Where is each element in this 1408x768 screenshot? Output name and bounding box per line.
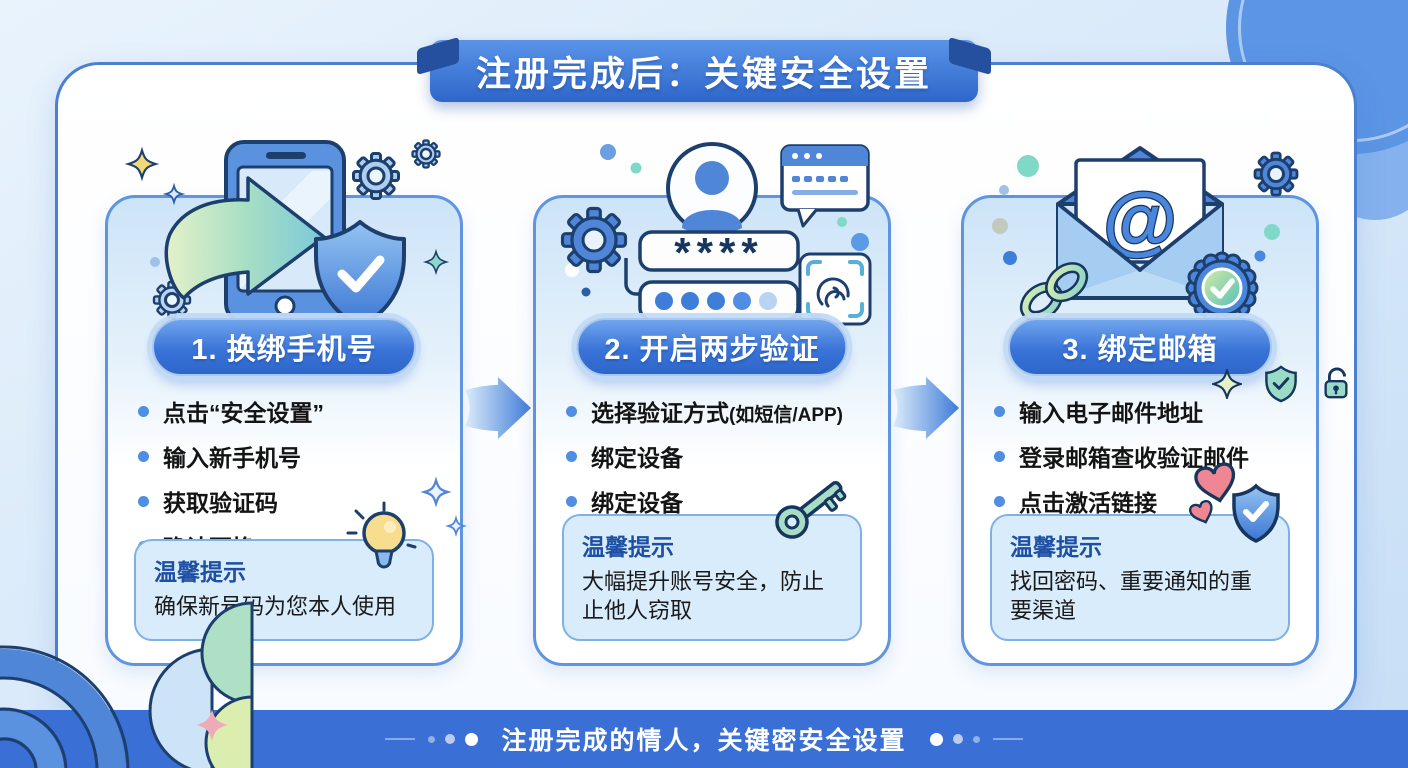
heart-icon [1187, 498, 1218, 527]
decor-dot [600, 144, 616, 160]
tip-box: 温馨提示 确保新号码为您本人使用 [134, 501, 434, 641]
bullet-dot-icon [994, 495, 1005, 507]
sparkle-icon [165, 185, 183, 203]
bullet-dot-icon [994, 450, 1005, 462]
decor-dot [992, 218, 1008, 234]
footer-icons [1212, 365, 1352, 403]
tip-box: 温馨提示 大幅提升账号安全，防止止他人窃取 [562, 480, 862, 641]
tip-body: 找回密码、重要通知的重要渠道 [1010, 568, 1253, 623]
decor-dot [581, 287, 591, 297]
bullet-dot-icon [138, 405, 149, 417]
bullet-dot-icon [566, 495, 577, 507]
envelope-at-icon: @ [1056, 146, 1224, 300]
step-item: 点击激活链接 [994, 484, 1300, 518]
step-item: 选择验证方式 (如短信/APP) [566, 394, 872, 428]
bullet-dot-icon [138, 495, 149, 507]
lightbulb-icon [346, 501, 417, 569]
code-dots-field-icon [638, 280, 800, 322]
chain-link-icon [1019, 262, 1089, 322]
user-avatar-icon [666, 142, 758, 234]
decor-dot [1017, 155, 1039, 177]
tip-box: 温馨提示 找回密码、重要通知的重要渠道 [990, 460, 1290, 641]
decor-dot [999, 185, 1009, 195]
page-title: 注册完成后：关键安全设置 [475, 54, 932, 94]
bullet-dot-icon [138, 450, 149, 462]
step-item: 登录邮箱查收验证邮件 [994, 439, 1300, 473]
decor-dot [630, 162, 642, 174]
step-item: 点击“安全设置” [138, 394, 444, 428]
decor-dot [837, 217, 847, 227]
footer-caption: 注册完成的情人，关键密安全设置 [377, 721, 1030, 757]
verified-badge-icon [1185, 251, 1259, 325]
bullet-dot-icon [994, 405, 1005, 417]
tip-body: 大幅提升账号安全，防止止他人窃取 [582, 568, 825, 623]
next-step-arrow-icon [893, 377, 959, 439]
transfer-arrow-icon [164, 176, 326, 300]
title-banner: 注册完成后：关键安全设置 [430, 40, 978, 102]
bullet-dot-icon [566, 405, 577, 417]
step-list: 输入电子邮件地址 登录邮箱查收验证邮件 点击激活链接 [994, 394, 1300, 529]
decor-dot [1254, 250, 1266, 262]
shield-check-icon [1265, 365, 1297, 403]
footer-dash [385, 738, 416, 740]
key-icon [775, 480, 847, 539]
sparkle-icon [127, 149, 157, 179]
tip-title: 温馨提示 [1010, 533, 1102, 560]
elbow-arrow-icon [624, 258, 656, 296]
step-item: 获取验证码 [138, 484, 444, 518]
footer-dash [992, 738, 1023, 740]
tip-title: 温馨提示 [582, 533, 674, 560]
tip-title: 温馨提示 [154, 559, 246, 585]
card-two-step-verification: **** 2. 开启两步验证 选择验证方式 (如短信/APP) 绑定设备 [533, 142, 891, 666]
password-field-icon: **** [638, 229, 800, 276]
sparkle-icon [1212, 369, 1242, 399]
decor-dot [150, 257, 160, 267]
tip-body: 确保新号码为您本人使用 [154, 594, 397, 619]
lock-open-icon [1324, 367, 1348, 399]
message-window-icon [780, 144, 870, 228]
card-header-bind-email: 3. 绑定邮箱 [1008, 318, 1272, 376]
step-item: 绑定设备 [566, 484, 872, 518]
bullet-dot-icon [566, 450, 577, 462]
next-step-arrow-icon [465, 377, 531, 439]
decor-dot [1264, 224, 1280, 240]
card-bind-email: @ [961, 142, 1319, 666]
password-mask: **** [674, 229, 763, 276]
footer-text: 注册完成的情人，关键密安全设置 [501, 727, 907, 755]
footer-bar: 注册完成的情人，关键密安全设置 [0, 710, 1408, 768]
decor-dot [1003, 251, 1017, 265]
fingerprint-scanner-icon [798, 252, 872, 326]
step-item: 绑定设备 [566, 439, 872, 473]
card-header-two-step: 2. 开启两步验证 [576, 318, 848, 376]
heart-icon [1192, 460, 1241, 507]
card-header-change-phone: 1. 换绑手机号 [152, 318, 416, 376]
step-item: 输入新手机号 [138, 439, 444, 473]
email-binding-illustration: @ [992, 142, 1308, 325]
mini-shield-check-icon [1232, 483, 1280, 543]
card-change-phone: 1. 换绑手机号 点击“安全设置” 输入新手机号 获取验证码 确认更换 温馨提示… [105, 133, 463, 666]
sparkle-icons [423, 479, 465, 535]
phone-transfer-illustration [127, 133, 448, 328]
two-step-verification-illustration: **** [547, 142, 872, 326]
decor-dot [851, 233, 869, 251]
sparkle-icon [424, 250, 448, 274]
step-item: 输入电子邮件地址 [994, 394, 1300, 428]
hearts-shield-icon [1187, 460, 1280, 543]
